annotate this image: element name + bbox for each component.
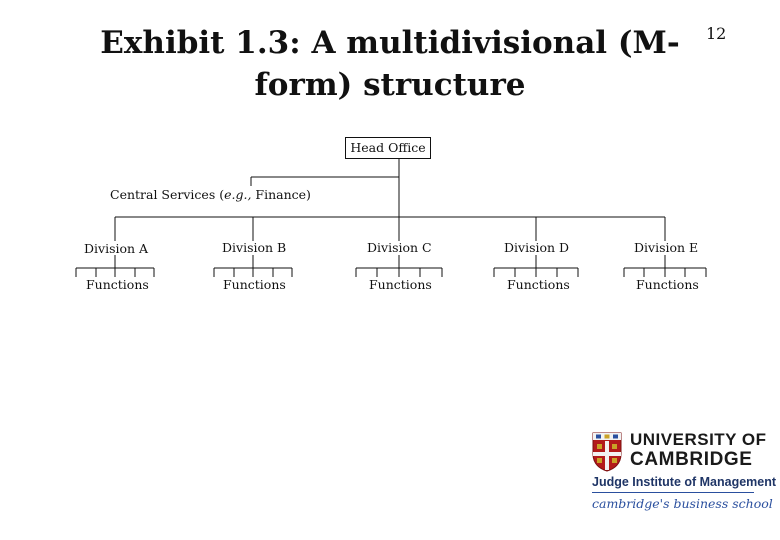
university-shield-icon bbox=[592, 432, 622, 472]
functions-b-label: Functions bbox=[223, 277, 286, 292]
logo-institute-text: Judge Institute of Management bbox=[592, 475, 777, 489]
division-b-label: Division B bbox=[222, 240, 287, 255]
cambridge-judge-logo: UNIVERSITY OF CAMBRIDGE Judge Institute … bbox=[588, 428, 776, 520]
functions-d-label: Functions bbox=[507, 277, 570, 292]
division-a-label: Division A bbox=[84, 241, 149, 256]
logo-university-text: UNIVERSITY OF bbox=[630, 430, 767, 449]
central-services-label: Central Services (e.g., Finance) bbox=[110, 187, 311, 202]
functions-bracket-a bbox=[75, 255, 155, 277]
functions-bracket-e bbox=[623, 255, 707, 277]
division-e-label: Division E bbox=[634, 240, 699, 255]
functions-e-label: Functions bbox=[636, 277, 699, 292]
logo-divider bbox=[592, 492, 754, 493]
head-office-box: Head Office bbox=[345, 137, 431, 159]
page-title: Exhibit 1.3: A multidivisional (M-form) … bbox=[100, 25, 680, 103]
functions-a-label: Functions bbox=[86, 277, 149, 292]
division-c-label: Division C bbox=[367, 240, 432, 255]
central-services-eg: e.g., bbox=[224, 187, 252, 202]
central-services-suffix: Finance) bbox=[251, 187, 311, 202]
page-number: 12 bbox=[706, 24, 727, 43]
functions-bracket-c bbox=[355, 255, 443, 277]
central-services-prefix: Central Services ( bbox=[110, 187, 225, 202]
logo-cambridge-text: CAMBRIDGE bbox=[630, 449, 753, 470]
functions-c-label: Functions bbox=[369, 277, 432, 292]
functions-bracket-d bbox=[493, 255, 579, 277]
functions-bracket-b bbox=[213, 255, 293, 277]
division-d-label: Division D bbox=[504, 240, 570, 255]
logo-tagline-text: cambridge's business school bbox=[592, 496, 773, 511]
